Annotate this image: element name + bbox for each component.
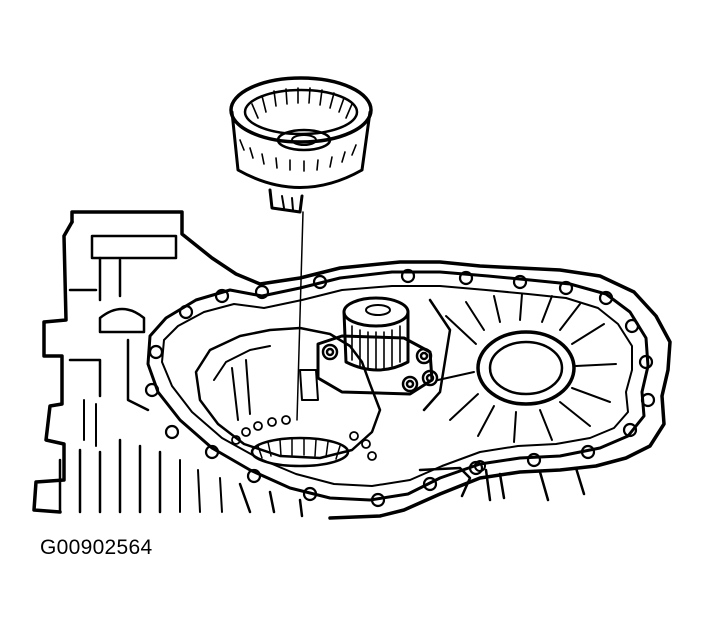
differential-bore bbox=[422, 293, 617, 443]
figure-id-label: G00902564 bbox=[40, 536, 153, 559]
case-flange bbox=[144, 268, 656, 508]
lower-case-details bbox=[418, 460, 586, 502]
case-cavity bbox=[194, 326, 382, 468]
transmission-case bbox=[32, 210, 672, 520]
drum-assembly bbox=[229, 76, 373, 421]
pump-sprocket bbox=[316, 296, 439, 396]
